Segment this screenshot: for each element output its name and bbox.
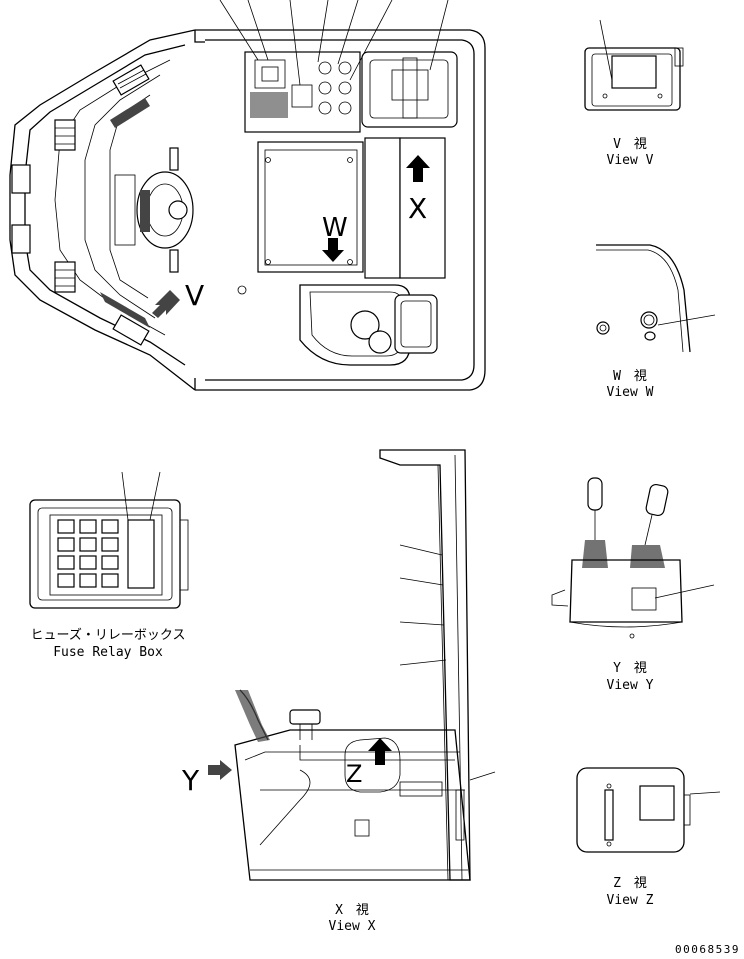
view-z-detail: Z 視 View Z — [576, 767, 721, 908]
view-y-en: View Y — [607, 678, 654, 693]
view-v-jp: V 視 — [613, 137, 647, 152]
marker-x: X — [408, 192, 427, 225]
fuse-box-jp: ヒューズ・リレーボックス — [31, 627, 186, 643]
marker-y: Y — [181, 764, 200, 797]
view-v-detail: V 視 View V — [584, 19, 684, 168]
fuse-relay-box: ヒューズ・リレーボックス Fuse Relay Box — [29, 471, 189, 660]
marker-z: Z — [346, 760, 362, 788]
view-w-detail: W 視 View W — [596, 244, 716, 400]
cab-floor-plan: V X W — [9, 0, 486, 391]
view-x-en: View X — [329, 919, 376, 934]
view-z-jp: Z 視 — [613, 876, 647, 891]
view-y-jp: Y 視 — [613, 661, 647, 676]
view-x-detail: Z Y X 視 View X — [181, 449, 496, 934]
fuse-slots — [57, 519, 155, 589]
view-w-en: View W — [607, 385, 654, 400]
view-w-jp: W 視 — [613, 369, 647, 384]
drawing-number: 00068539 — [675, 943, 740, 956]
marker-v: V — [185, 279, 204, 312]
view-x-jp: X 視 — [335, 903, 369, 918]
view-y-detail: Y 視 View Y — [551, 477, 715, 693]
view-v-en: View V — [607, 153, 654, 168]
fuse-box-en: Fuse Relay Box — [53, 645, 163, 660]
view-z-en: View Z — [607, 893, 654, 908]
